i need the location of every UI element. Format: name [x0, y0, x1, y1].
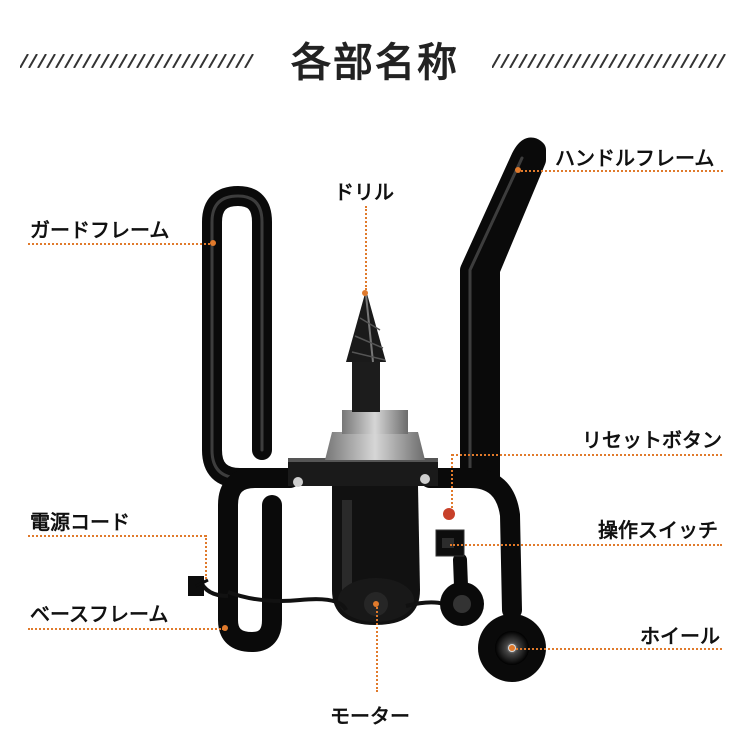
label-power-cord: 電源コード [30, 510, 130, 534]
base-frame [218, 468, 300, 653]
drill-shaft [352, 360, 380, 412]
leader-power-cord [28, 535, 206, 537]
gearbox [325, 432, 425, 460]
title-hatch-left [20, 54, 254, 68]
leader-guard-frame-dot [210, 240, 216, 246]
leader-drill-dot [362, 290, 368, 296]
label-base-frame: ベースフレーム [30, 602, 169, 626]
leader-operation-switch [450, 544, 722, 546]
page-title: 各部名称 [291, 40, 459, 86]
leader-base-frame-dot [222, 625, 228, 631]
leader-motor [376, 604, 378, 692]
label-operation-switch: 操作スイッチ [598, 518, 718, 542]
drill-cone [346, 290, 386, 362]
leader-handle-frame-dot [515, 167, 521, 173]
label-motor: モーター [330, 704, 410, 728]
leader-base-frame [28, 628, 224, 630]
leader-reset-button-vertical [451, 454, 453, 508]
label-guard-frame: ガードフレーム [30, 218, 170, 242]
label-drill: ドリル [334, 180, 394, 204]
leader-motor-dot [373, 601, 379, 607]
label-reset-button: リセットボタン [582, 428, 722, 452]
leader-power-cord-vertical [205, 535, 207, 579]
leader-guard-frame [28, 243, 214, 245]
reset-button-graphic [443, 508, 455, 520]
top-plate [288, 458, 438, 486]
title-hatch-right [492, 54, 726, 68]
leader-handle-frame [518, 170, 723, 172]
leader-reset-button [452, 454, 722, 456]
leader-drill [365, 206, 367, 290]
leader-wheel-dot [509, 645, 515, 651]
label-handle-frame: ハンドルフレーム [555, 146, 715, 170]
label-wheel: ホイール [640, 624, 720, 648]
guard-frame [202, 185, 295, 488]
leader-wheel [512, 648, 722, 650]
handle-frame [430, 137, 546, 488]
